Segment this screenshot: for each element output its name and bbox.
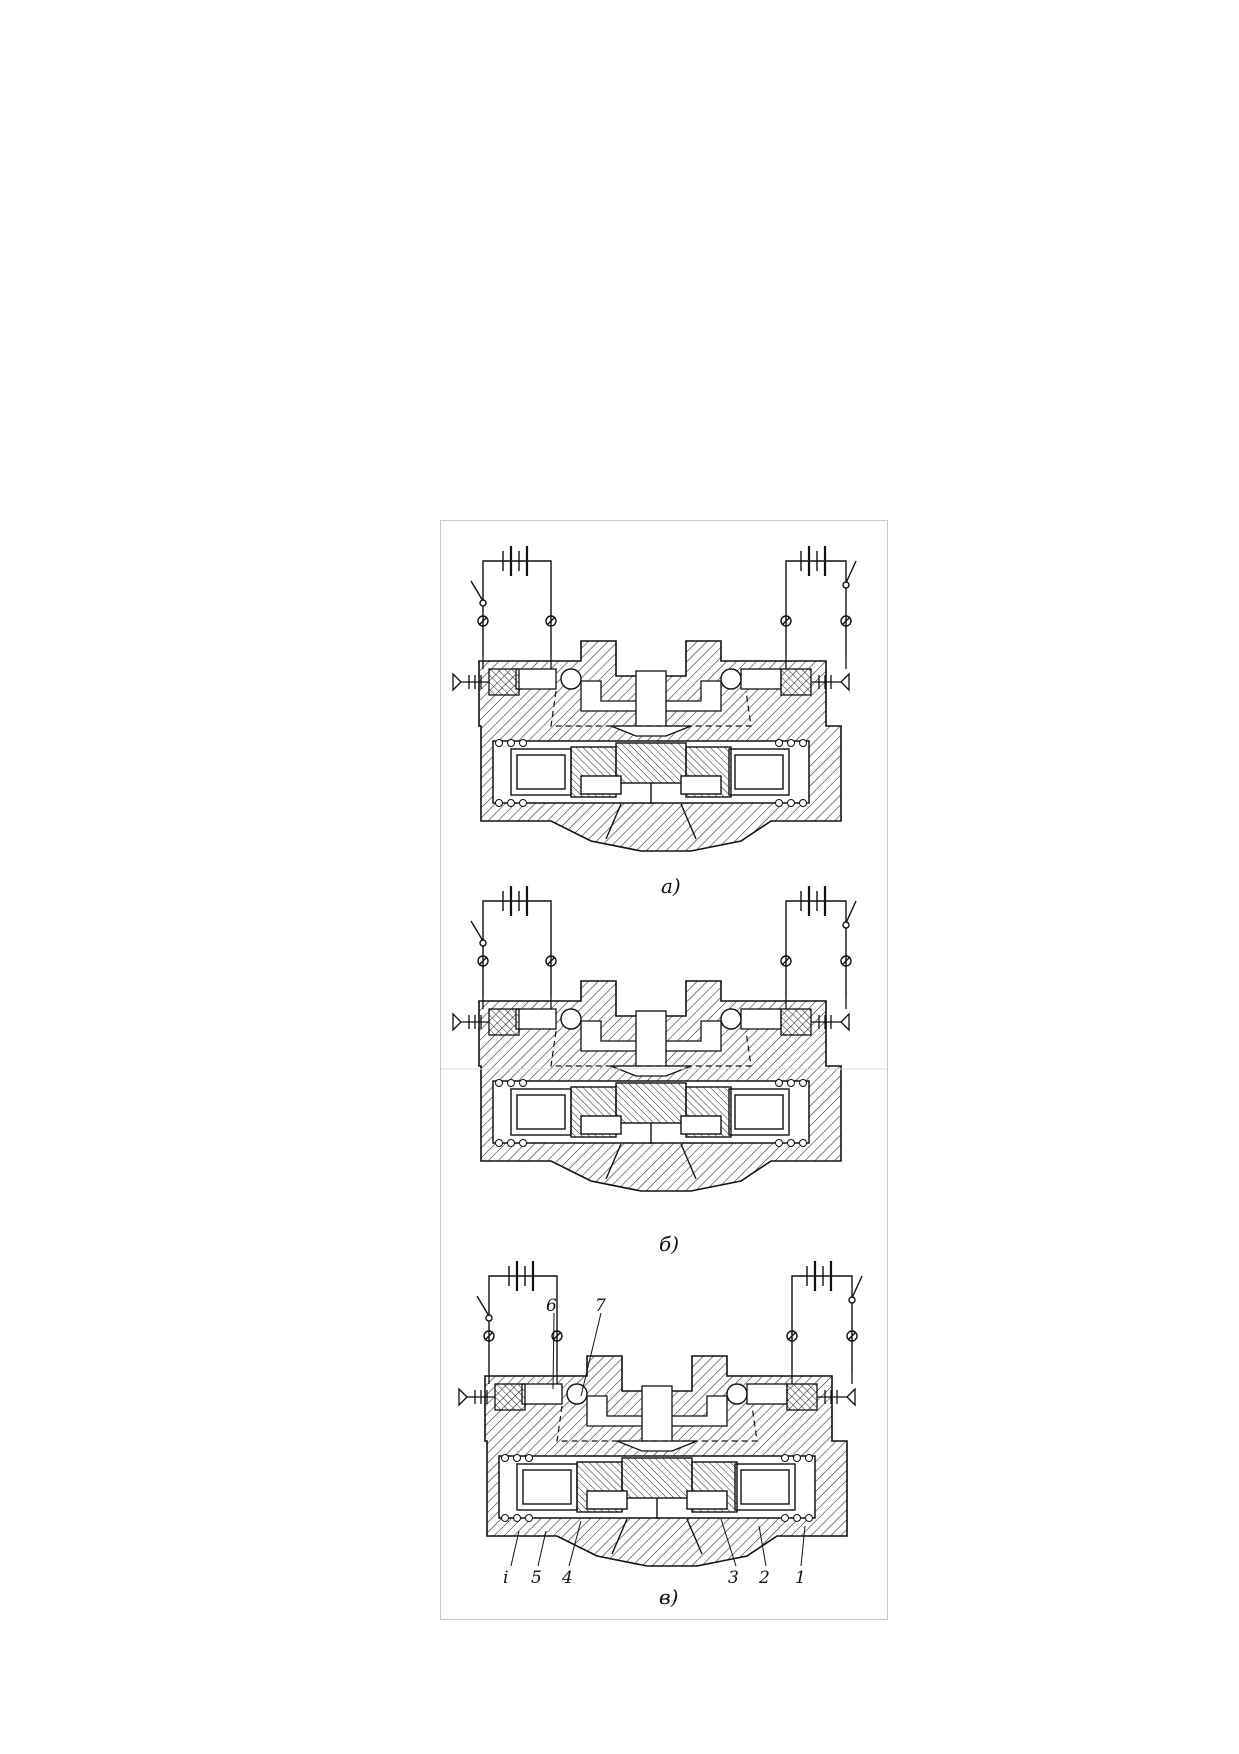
part-label-6: 6: [546, 1296, 557, 1316]
part-label-i: i: [503, 1568, 508, 1588]
part-label-3: 3: [728, 1568, 739, 1588]
part-label-4: 4: [561, 1568, 573, 1588]
part-label-7: 7: [595, 1296, 606, 1316]
panel-c: [457, 1259, 864, 1568]
leader-lines: [510, 1312, 806, 1567]
part-label-2: 2: [758, 1568, 770, 1588]
caption-b: б): [659, 1232, 679, 1256]
panel-b: [451, 884, 858, 1193]
mechanism-diagram: а) б) в) 6 7 i 5 4 3 2 1: [441, 544, 889, 1609]
part-label-5: 5: [531, 1568, 542, 1588]
figure-frame: а) б) в) 6 7 i 5 4 3 2 1: [440, 520, 889, 1620]
panel-a: [451, 544, 858, 853]
caption-c: в): [659, 1585, 678, 1609]
part-label-1: 1: [795, 1568, 806, 1588]
caption-a: а): [661, 874, 681, 898]
